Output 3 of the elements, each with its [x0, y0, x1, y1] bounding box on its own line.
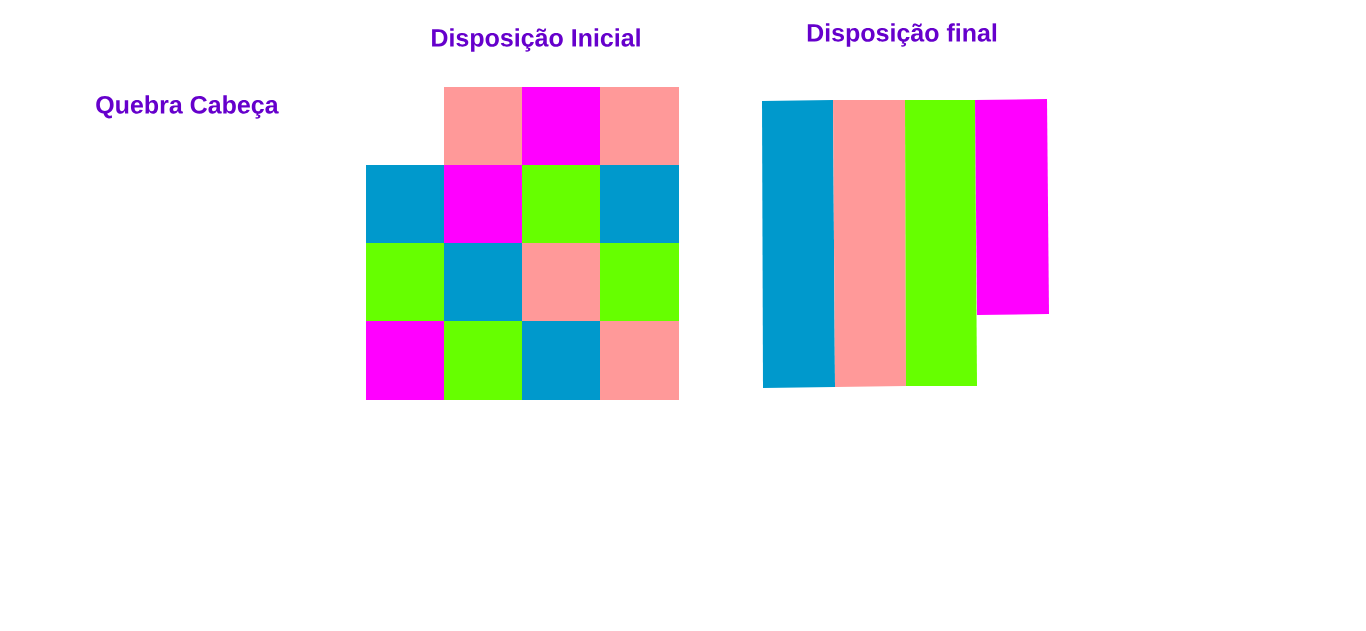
heading: Disposição final	[807, 23, 997, 47]
heading: Disposição Inicial	[432, 28, 640, 52]
title: Quebra Cabeça	[96, 95, 279, 119]
